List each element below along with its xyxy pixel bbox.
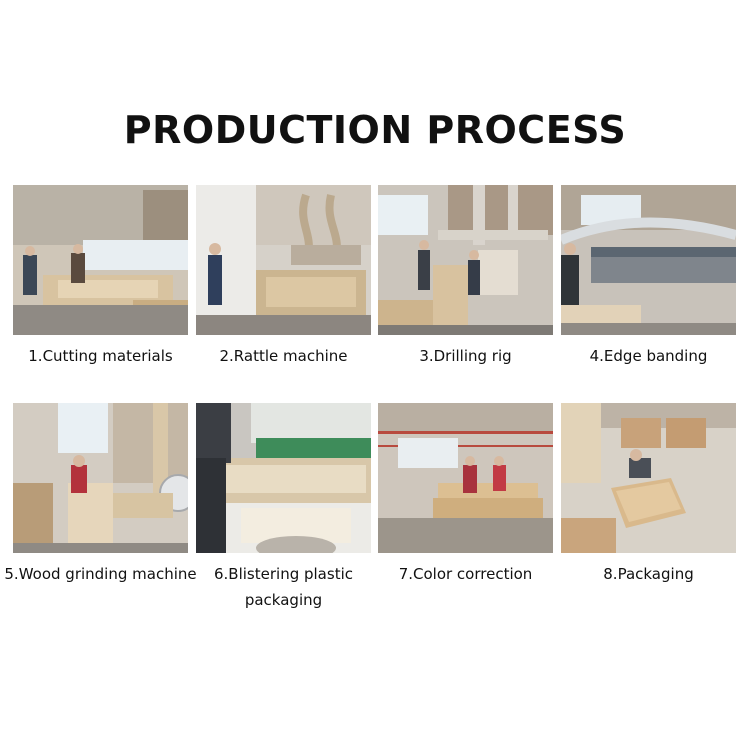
cutting-materials-photo	[13, 185, 188, 335]
step-caption-2: 2.Rattle machine	[219, 347, 348, 365]
page-title: PRODUCTION PROCESS	[123, 108, 627, 152]
rattle-machine-photo	[196, 185, 371, 335]
color-correction-photo	[378, 403, 553, 553]
packaging-photo	[561, 403, 736, 553]
step-caption-7: 7.Color correction	[398, 565, 533, 583]
process-grid: 1.Cutting materials 2.Rattle machine	[4, 185, 737, 615]
edge-banding-photo	[561, 185, 736, 335]
step-caption-5: 5.Wood grinding machine	[4, 565, 197, 583]
wood-grinding-photo	[13, 403, 188, 553]
blistering-plastic-photo	[196, 403, 371, 553]
drilling-rig-photo	[378, 185, 553, 335]
step-caption-3: 3.Drilling rig	[419, 347, 512, 365]
step-caption-4: 4.Edge banding	[589, 347, 708, 365]
step-caption-6: 6.Blistering plastic packaging	[214, 565, 353, 609]
step-caption-8: 8.Packaging	[603, 565, 694, 583]
step-caption-1: 1.Cutting materials	[28, 347, 173, 365]
